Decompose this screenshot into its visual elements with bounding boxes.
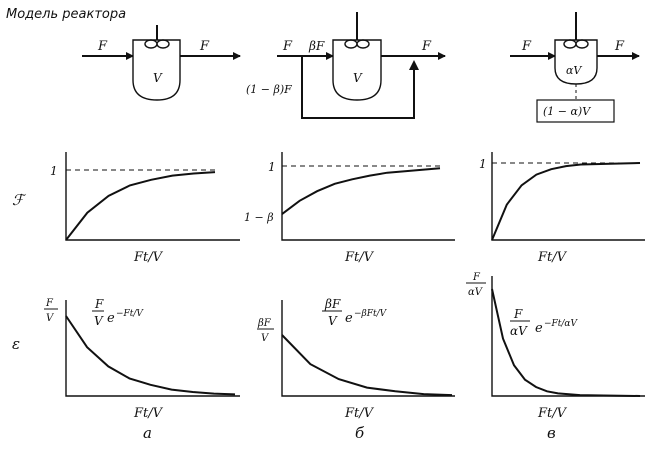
stirrer-icon-a <box>144 39 170 49</box>
y-tick-num-b: βF <box>257 318 272 329</box>
reactor-model-b: F βF F (1 − β)F V <box>246 12 446 119</box>
column-letter-b: б <box>355 424 365 442</box>
formula-den-b: V <box>328 314 338 328</box>
curve-cumulative-a <box>65 171 216 241</box>
bypass-arrow-b <box>409 60 419 70</box>
column-letter-c: в <box>547 424 556 442</box>
plot-density-a: F V F V e −Ft/V Ft/V а <box>44 297 240 442</box>
formula-den-c: αV <box>510 324 528 338</box>
volume-label-b: V <box>353 71 363 85</box>
y-tick-num-c: F <box>472 272 481 283</box>
flow-label-in-c: F <box>521 39 532 54</box>
dead-zone-box <box>536 99 615 123</box>
x-label-cumulative-b: Ft/V <box>344 250 375 265</box>
flow-label-out-a: F <box>199 39 210 54</box>
stirrer-icon-b <box>344 39 370 49</box>
curve-density-a <box>65 315 236 396</box>
vessel-a <box>132 39 181 101</box>
formula-exp-a: e <box>107 311 115 326</box>
plot-density-b: βF V βF V e −βFt/V Ft/V б <box>257 297 455 442</box>
formula-exp-c: e <box>535 321 543 336</box>
formula-num-a: F <box>94 297 104 311</box>
volume-label-c: αV <box>566 64 582 77</box>
y-tick-den-b: V <box>261 333 270 344</box>
vessel-b <box>332 39 382 101</box>
tick-one-cumulative-c: 1 <box>479 157 487 171</box>
figure-title: Модель реактора <box>6 7 126 22</box>
curve-density-c <box>491 288 641 397</box>
plot-cumulative-c: 1 Ft/V <box>479 152 645 265</box>
vessel-c <box>554 39 598 85</box>
flow-label-in-b: F <box>282 39 293 54</box>
plot-cumulative-b: 1 1 − β Ft/V <box>244 152 455 265</box>
reactor-model-c: (1 − α)V F F αV <box>510 12 640 123</box>
x-label-density-b: Ft/V <box>344 406 375 421</box>
axes-cumulative-a <box>65 152 240 241</box>
formula-sup-b: −βFt/V <box>354 309 388 319</box>
formula-den-a: V <box>94 314 104 328</box>
formula-sup-a: −Ft/V <box>116 309 144 319</box>
flow-label-betaF: βF <box>308 39 325 53</box>
tick-one-cumulative-b: 1 <box>268 160 276 174</box>
column-letter-a: а <box>143 424 152 442</box>
y-tick-den-a: V <box>46 313 55 324</box>
curve-density-b <box>281 334 453 397</box>
volume-label-a: V <box>153 71 163 85</box>
plot-density-c: F αV F αV e −Ft/αV Ft/V в <box>466 272 645 442</box>
axes-density-b <box>281 300 455 397</box>
reactor-model-a: F F V <box>82 25 241 101</box>
bypass-label: (1 − β)F <box>246 83 292 96</box>
dead-zone-label: (1 − α)V <box>543 105 591 118</box>
y-tick-den-c: αV <box>468 287 484 298</box>
y-tick-num-a: F <box>45 298 54 309</box>
curve-cumulative-c <box>491 162 641 241</box>
x-label-cumulative-c: Ft/V <box>537 250 568 265</box>
bypass-line-b <box>301 56 415 119</box>
curve-cumulative-b <box>281 167 441 215</box>
density-row-label: ε <box>12 335 20 353</box>
formula-num-c: F <box>513 307 523 321</box>
formula-num-b: βF <box>324 297 341 311</box>
flow-label-in-a: F <box>97 39 108 54</box>
axes-density-a <box>65 300 240 397</box>
axes-cumulative-b <box>281 152 455 241</box>
plot-cumulative-a: 1 Ft/V <box>50 152 240 265</box>
tick-start-cumulative-b: 1 − β <box>244 211 274 224</box>
formula-exp-b: e <box>345 311 353 326</box>
x-label-density-c: Ft/V <box>537 406 568 421</box>
flow-label-out-b: F <box>421 39 432 54</box>
stirrer-icon-c <box>563 39 589 49</box>
formula-sup-c: −Ft/αV <box>544 319 579 329</box>
tick-one-cumulative-a: 1 <box>50 164 58 178</box>
flow-label-out-c: F <box>614 39 625 54</box>
x-label-density-a: Ft/V <box>133 406 164 421</box>
cumulative-row-label: ℱ <box>12 191 27 209</box>
x-label-cumulative-a: Ft/V <box>133 250 164 265</box>
